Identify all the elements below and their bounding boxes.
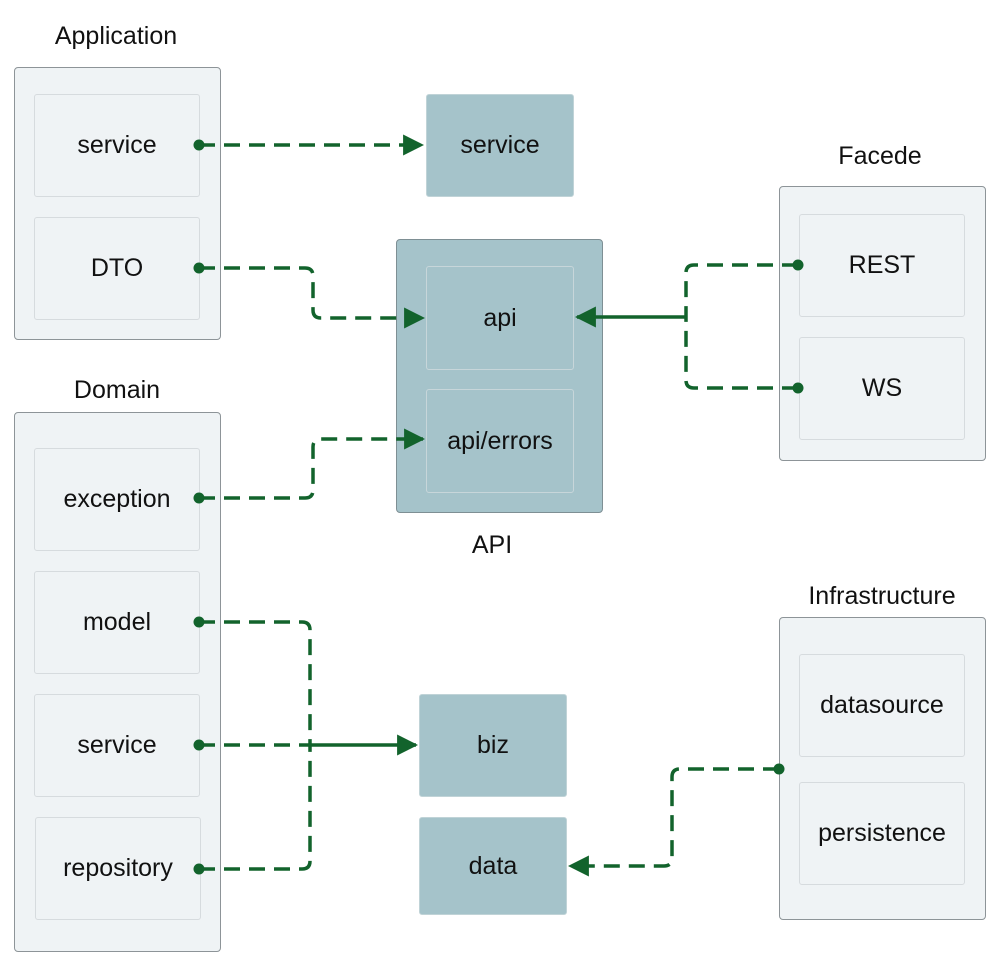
infrastructure-group-title: Infrastructure bbox=[808, 582, 956, 610]
edge-dot bbox=[792, 259, 804, 271]
edge-exception-to-api-errors bbox=[199, 428, 426, 500]
edge-dto-to-api bbox=[199, 266, 426, 329]
edge-dot bbox=[193, 492, 205, 504]
infrastructure-datasource-box[interactable]: datasource bbox=[799, 654, 965, 757]
data-node[interactable]: data bbox=[419, 817, 567, 915]
edge-ws-to-api bbox=[684, 317, 798, 390]
domain-group: exception model service repository bbox=[14, 412, 221, 952]
infrastructure-group: datasource persistence bbox=[779, 617, 986, 920]
facede-group: REST WS bbox=[779, 186, 986, 461]
application-service-box[interactable]: service bbox=[34, 94, 200, 197]
edge-model-to-biz bbox=[199, 620, 312, 745]
edge-dot bbox=[193, 262, 205, 274]
edge-dot bbox=[193, 616, 205, 628]
domain-service-box[interactable]: service bbox=[34, 694, 200, 797]
service-node[interactable]: service bbox=[426, 94, 574, 197]
application-group: service DTO bbox=[14, 67, 221, 340]
application-dto-box[interactable]: DTO bbox=[34, 217, 200, 320]
facede-rest-box[interactable]: REST bbox=[799, 214, 965, 317]
edge-rest-to-api bbox=[684, 263, 798, 317]
api-errors-box[interactable]: api/errors bbox=[426, 389, 574, 493]
edge-infrastructure-to-data bbox=[567, 767, 779, 877]
edge-dot bbox=[773, 763, 785, 775]
api-box[interactable]: api bbox=[426, 266, 574, 370]
facede-group-title: Facede bbox=[838, 142, 922, 170]
facede-ws-box[interactable]: WS bbox=[799, 337, 965, 440]
api-group: api api/errors bbox=[396, 239, 603, 513]
domain-group-title: Domain bbox=[73, 376, 161, 404]
application-group-title: Application bbox=[54, 22, 178, 50]
edge-repository-to-biz bbox=[199, 745, 312, 871]
edge-dot bbox=[193, 139, 205, 151]
biz-node[interactable]: biz bbox=[419, 694, 567, 797]
infrastructure-persistence-box[interactable]: persistence bbox=[799, 782, 965, 885]
domain-exception-box[interactable]: exception bbox=[34, 448, 200, 551]
api-group-title: API bbox=[471, 531, 513, 559]
domain-model-box[interactable]: model bbox=[34, 571, 200, 674]
edge-dot bbox=[792, 382, 804, 394]
domain-repository-box[interactable]: repository bbox=[35, 817, 201, 920]
edge-dot bbox=[193, 739, 205, 751]
edge-dot bbox=[193, 863, 205, 875]
